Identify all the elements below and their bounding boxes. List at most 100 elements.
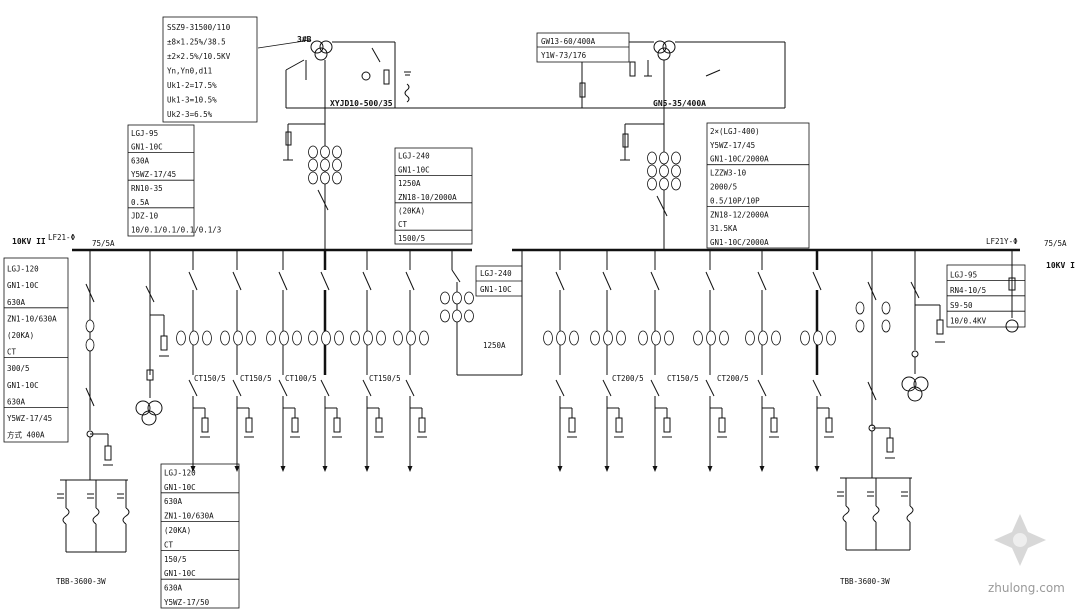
aux-fuse bbox=[1008, 277, 1016, 291]
feeder-ct bbox=[543, 330, 553, 346]
feeder-ct bbox=[638, 330, 648, 346]
left-bus-tag: LF21-Φ bbox=[48, 233, 76, 242]
tie-current-transformer bbox=[464, 291, 474, 305]
feeder-disconnector bbox=[232, 271, 242, 291]
transformer-spec-row: SSZ9-31500/110 bbox=[167, 23, 231, 32]
spec-row: CT bbox=[164, 540, 174, 549]
feeder-ct bbox=[246, 330, 256, 346]
watermark-logo-center bbox=[1013, 533, 1027, 547]
feeder-ct bbox=[556, 330, 566, 346]
spec-row: GN1-10C bbox=[7, 381, 39, 390]
transformer-spec-table: SSZ9-31500/110 ±8×1.25%/38.5 ±2×2.5%/10.5K… bbox=[162, 16, 258, 123]
transformer-spec-box bbox=[162, 16, 258, 123]
feeder-arrester bbox=[333, 417, 341, 433]
right-incoming: 2×(LGJ-400)Y5WZ-17/45GN1-10C/2000ALZZW3-… bbox=[620, 60, 810, 250]
left-incoming-breaker bbox=[317, 189, 329, 211]
right-incoming-breaker bbox=[656, 195, 668, 217]
feeder-arrow bbox=[604, 466, 610, 472]
left-outgoing-feeders bbox=[176, 250, 429, 472]
top-right-spec-box bbox=[536, 32, 630, 63]
tie-rating: 1250A bbox=[483, 341, 506, 350]
bus-tie-spec: LGJ-240GN1-10C1250AZN18-10/2000A(20KA)CT… bbox=[394, 147, 473, 245]
feeder bbox=[745, 250, 781, 472]
right-bus-ratio: 75/5A bbox=[1044, 239, 1067, 248]
spec-row: Y5WZ-17/50 bbox=[164, 598, 210, 607]
feeder-arrester bbox=[770, 417, 778, 433]
right-cap-breaker-1 bbox=[867, 281, 877, 301]
feeder-ct bbox=[176, 330, 186, 346]
spec-row: 1500/5 bbox=[398, 234, 425, 243]
main-transformer: 3#B bbox=[257, 35, 411, 108]
feeder bbox=[266, 250, 302, 472]
reactor-coil bbox=[906, 505, 914, 523]
reactor-coil bbox=[842, 505, 850, 523]
feeder-ct bbox=[706, 330, 716, 346]
current-transformer bbox=[332, 171, 342, 185]
current-transformer bbox=[647, 164, 657, 178]
right-cap-ct-1 bbox=[855, 301, 865, 315]
feeder-arrester bbox=[718, 417, 726, 433]
top-right-arrester bbox=[629, 61, 636, 77]
feeder-ct bbox=[771, 330, 781, 346]
spec-row: 1250A bbox=[398, 179, 421, 188]
feeder-breaker bbox=[705, 379, 715, 397]
spec-row: RN10-35 bbox=[131, 184, 163, 193]
spec-row: 10/0.1/0.1/0.1/0.1/3 bbox=[131, 225, 221, 234]
current-transformer bbox=[320, 145, 330, 159]
left-pt-feeder bbox=[135, 250, 169, 426]
rst-arrester bbox=[936, 319, 944, 335]
feeder-disconnector bbox=[757, 271, 767, 291]
feeder-breaker bbox=[188, 379, 198, 397]
spec-row: Y5WZ-17/45 bbox=[131, 170, 176, 179]
transformer-spec-row: ±2×2.5%/10.5KV bbox=[167, 52, 231, 61]
left-pt-winding-3 bbox=[141, 410, 157, 426]
tie-lgj: LGJ-240 bbox=[480, 269, 512, 278]
feeder-arrow bbox=[652, 466, 658, 472]
feeder-ct bbox=[826, 330, 836, 346]
feeder-disconnector bbox=[405, 271, 415, 291]
feeder bbox=[590, 250, 626, 472]
feeder-ct bbox=[334, 330, 344, 346]
spec-row: 630A bbox=[7, 298, 26, 307]
tie-current-transformer bbox=[440, 309, 450, 323]
current-transformer bbox=[647, 151, 657, 165]
feeder bbox=[393, 250, 429, 472]
spec-row: CT bbox=[7, 348, 17, 357]
aux-transformer bbox=[1005, 319, 1019, 333]
spec-row: LGJ-95 bbox=[950, 270, 977, 279]
feeder-ct bbox=[321, 330, 331, 346]
feeder bbox=[543, 250, 579, 472]
transformer-spec-row: Uk1-2=17.5% bbox=[167, 81, 217, 90]
ct-label-right-1: CT200/5 bbox=[612, 374, 644, 383]
feeder-ct bbox=[376, 330, 386, 346]
right-cap-ct-2 bbox=[855, 319, 865, 333]
current-transformer bbox=[308, 145, 318, 159]
feeder bbox=[176, 250, 212, 472]
right-incoming-ct-group bbox=[647, 151, 681, 191]
bus-tie-spec-box bbox=[394, 147, 473, 245]
hv-pt bbox=[361, 71, 371, 81]
feeder-ct bbox=[363, 330, 373, 346]
tie-current-transformer bbox=[440, 291, 450, 305]
feeder bbox=[220, 250, 256, 472]
feeder-breaker bbox=[320, 379, 330, 397]
feeder-ct bbox=[189, 330, 199, 346]
feeder-breaker bbox=[362, 379, 372, 397]
ct-label-left-2: CT150/5 bbox=[240, 374, 272, 383]
hv-switch bbox=[371, 47, 381, 63]
current-transformer bbox=[308, 171, 318, 185]
right-cap-ct-3 bbox=[881, 301, 891, 315]
tie-current-transformer bbox=[464, 309, 474, 323]
spec-row: ZN18-10/2000A bbox=[398, 193, 457, 202]
spec-row: 方式 400A bbox=[7, 430, 45, 440]
watermark-logo bbox=[994, 514, 1046, 566]
transformer-spec-row: ±8×1.25%/38.5 bbox=[167, 38, 226, 47]
transformer-winding-1 bbox=[310, 40, 324, 54]
feeder-arrow bbox=[234, 466, 240, 472]
feeder-ct bbox=[308, 330, 318, 346]
right-bus-name: 10KV I bbox=[1046, 261, 1075, 270]
tie-gn: GN1-10C bbox=[480, 285, 512, 294]
transformer-label: 3#B bbox=[297, 35, 312, 44]
